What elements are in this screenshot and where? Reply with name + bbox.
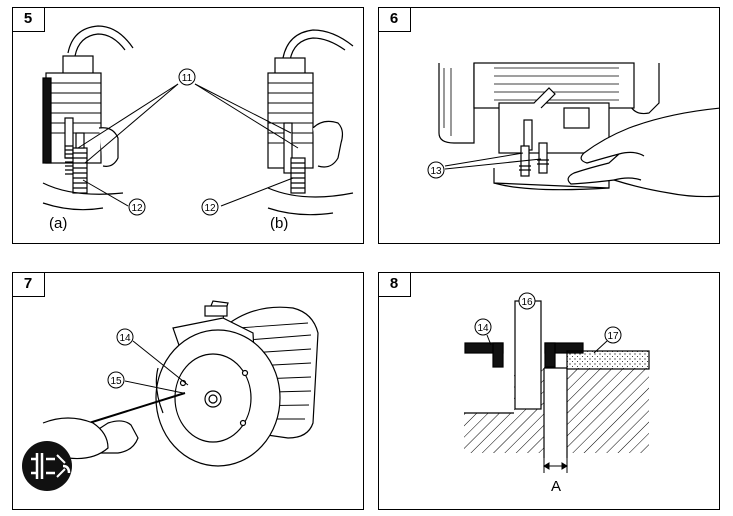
svg-text:14: 14 bbox=[119, 333, 131, 344]
figure-number: 6 bbox=[379, 8, 411, 32]
callout-15: 15 bbox=[107, 371, 125, 389]
figure-5: 5 bbox=[12, 7, 364, 244]
figure-5-illustration: 11 12 12 bbox=[42, 25, 354, 216]
hand-drawing bbox=[567, 107, 719, 198]
callout-12: 12 bbox=[128, 198, 146, 216]
router-bit bbox=[514, 300, 542, 410]
svg-text:17: 17 bbox=[607, 331, 619, 342]
caption-b: (b) bbox=[270, 215, 289, 232]
figure-8: 8 bbox=[378, 272, 720, 510]
leader-lines bbox=[124, 340, 189, 394]
svg-text:12: 12 bbox=[204, 203, 216, 214]
caption-a: (a) bbox=[49, 215, 68, 232]
svg-text:14: 14 bbox=[477, 323, 489, 334]
workpiece-section bbox=[464, 367, 649, 458]
callout-16: 16 bbox=[518, 292, 536, 310]
callout-14: 14 bbox=[474, 318, 492, 336]
router-drawing-a bbox=[42, 25, 134, 211]
callout-14: 14 bbox=[116, 328, 134, 346]
figure-8-illustration: 14 16 17 A bbox=[464, 292, 650, 495]
unplug-icon bbox=[22, 441, 72, 491]
router-drawing-b bbox=[267, 29, 354, 216]
figure-number: 8 bbox=[379, 273, 411, 297]
leader-lines bbox=[77, 83, 299, 207]
figure-7-illustration: 14 15 bbox=[22, 300, 319, 491]
figure-6: 6 13 bbox=[378, 7, 720, 244]
figure-7: 7 bbox=[12, 272, 364, 510]
svg-text:11: 11 bbox=[182, 73, 193, 84]
base-plate-drawing bbox=[155, 329, 281, 467]
callout-17: 17 bbox=[604, 326, 622, 344]
leader-lines bbox=[444, 152, 542, 170]
figure-number: 7 bbox=[13, 273, 45, 297]
figure-6-illustration: 13 bbox=[427, 62, 719, 198]
callout-11: 11 bbox=[178, 68, 196, 86]
svg-text:15: 15 bbox=[110, 376, 122, 387]
svg-text:13: 13 bbox=[430, 166, 442, 177]
svg-text:16: 16 bbox=[521, 297, 533, 308]
callout-13: 13 bbox=[427, 161, 445, 179]
svg-text:12: 12 bbox=[131, 203, 143, 214]
figure-number: 5 bbox=[13, 8, 45, 32]
dimension-label: A bbox=[551, 478, 561, 495]
callout-12: 12 bbox=[201, 198, 219, 216]
template-guide bbox=[464, 342, 584, 368]
dimension-a bbox=[543, 458, 568, 473]
template bbox=[566, 350, 650, 370]
